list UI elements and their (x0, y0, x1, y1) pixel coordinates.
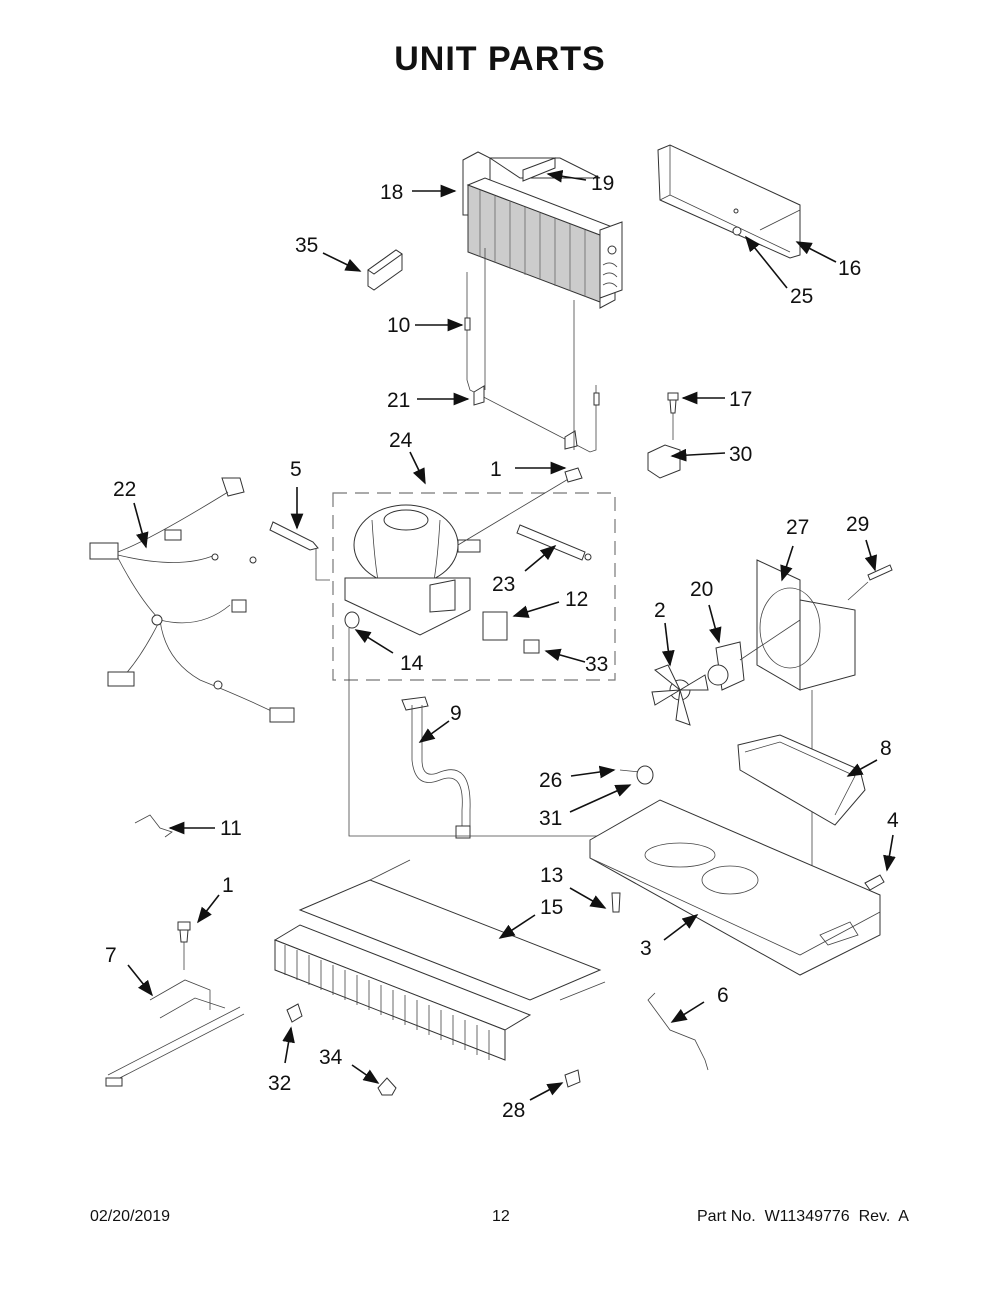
callout-4[interactable]: 4 (887, 809, 899, 832)
callout-32[interactable]: 32 (268, 1072, 291, 1095)
wire-6-part[interactable] (647, 992, 709, 1071)
callout-28[interactable]: 28 (502, 1099, 525, 1122)
defrost-heater-part[interactable] (105, 979, 245, 1087)
screw-29-part[interactable] (867, 564, 893, 581)
fan-blade-part[interactable] (651, 664, 709, 726)
screw-4-part[interactable] (864, 874, 885, 891)
air-duct-part[interactable] (657, 144, 801, 259)
footer-part-number: Part No. W11349776 Rev. A (697, 1208, 909, 1225)
fan-shroud-part[interactable] (739, 559, 856, 691)
callout-34[interactable]: 34 (319, 1046, 343, 1069)
callout-labels: 18 19 35 16 25 10 21 17 24 1 30 5 22 23 … (105, 172, 899, 1122)
callout-arrows (127, 169, 896, 1101)
screw-1b-part[interactable] (177, 921, 191, 970)
callout-20[interactable]: 20 (690, 578, 713, 601)
mounting-bracket-part[interactable] (647, 444, 681, 479)
leader-line (348, 628, 620, 837)
callout-14[interactable]: 14 (400, 652, 424, 675)
fan-motor-part[interactable] (707, 641, 745, 691)
callout-25[interactable]: 25 (790, 285, 813, 308)
callout-1a[interactable]: 1 (490, 458, 502, 481)
callout-22[interactable]: 22 (113, 478, 136, 501)
screw-13-part[interactable] (611, 892, 621, 913)
relay-cover-part[interactable] (523, 639, 540, 654)
callout-15[interactable]: 15 (540, 896, 563, 919)
callout-3[interactable]: 3 (640, 937, 652, 960)
base-plate-part[interactable] (589, 799, 881, 976)
machine-compartment-cover-part[interactable] (737, 734, 866, 826)
clip-32-part[interactable] (286, 1003, 303, 1023)
grommet-part[interactable] (344, 611, 360, 629)
filter-drier-part[interactable] (516, 524, 592, 561)
callout-2[interactable]: 2 (654, 599, 666, 622)
callout-27[interactable]: 27 (786, 516, 809, 539)
callout-10[interactable]: 10 (387, 314, 410, 337)
pin-26-part[interactable] (619, 769, 641, 773)
footer-page-number: 12 (492, 1208, 510, 1225)
callout-7[interactable]: 7 (105, 944, 117, 967)
callout-6[interactable]: 6 (717, 984, 729, 1007)
compressor-assembly-outline (332, 492, 616, 681)
wire-harness-part[interactable] (89, 477, 295, 723)
callout-8[interactable]: 8 (880, 737, 892, 760)
footer-date: 02/20/2019 (90, 1208, 171, 1225)
start-relay-part[interactable] (482, 611, 508, 641)
condenser-part[interactable] (273, 859, 606, 1061)
callout-31[interactable]: 31 (539, 807, 562, 830)
callout-29[interactable]: 29 (846, 513, 869, 536)
callout-23[interactable]: 23 (492, 573, 515, 596)
clip-11-part[interactable] (134, 814, 173, 838)
callout-30[interactable]: 30 (729, 443, 752, 466)
screw-17-part[interactable] (667, 392, 679, 440)
evaporator-part[interactable] (462, 151, 623, 309)
callout-5[interactable]: 5 (290, 458, 302, 481)
callout-11[interactable]: 11 (220, 817, 242, 840)
screw-1a-part[interactable] (564, 467, 583, 483)
callout-19[interactable]: 19 (591, 172, 614, 195)
page-title: UNIT PARTS (394, 40, 606, 78)
callout-35[interactable]: 35 (295, 234, 318, 257)
callout-18[interactable]: 18 (380, 181, 403, 204)
drain-tube-part[interactable] (401, 696, 471, 839)
callout-1b[interactable]: 1 (222, 874, 234, 897)
callout-33[interactable]: 33 (585, 653, 608, 676)
callout-13[interactable]: 13 (540, 864, 563, 887)
callout-24[interactable]: 24 (389, 429, 413, 452)
callout-26[interactable]: 26 (539, 769, 562, 792)
part-34[interactable] (377, 1077, 397, 1096)
callout-21[interactable]: 21 (387, 389, 410, 412)
strap-part[interactable] (269, 521, 330, 581)
grommet-31-part[interactable] (636, 765, 654, 785)
callout-17[interactable]: 17 (729, 388, 752, 411)
callout-12[interactable]: 12 (565, 588, 588, 611)
callout-16[interactable]: 16 (838, 257, 861, 280)
evaporator-pad-part[interactable] (522, 157, 556, 182)
callout-9[interactable]: 9 (450, 702, 462, 725)
part-28[interactable] (564, 1069, 581, 1088)
compressor-part[interactable] (344, 477, 571, 636)
control-board-part[interactable] (367, 249, 403, 291)
